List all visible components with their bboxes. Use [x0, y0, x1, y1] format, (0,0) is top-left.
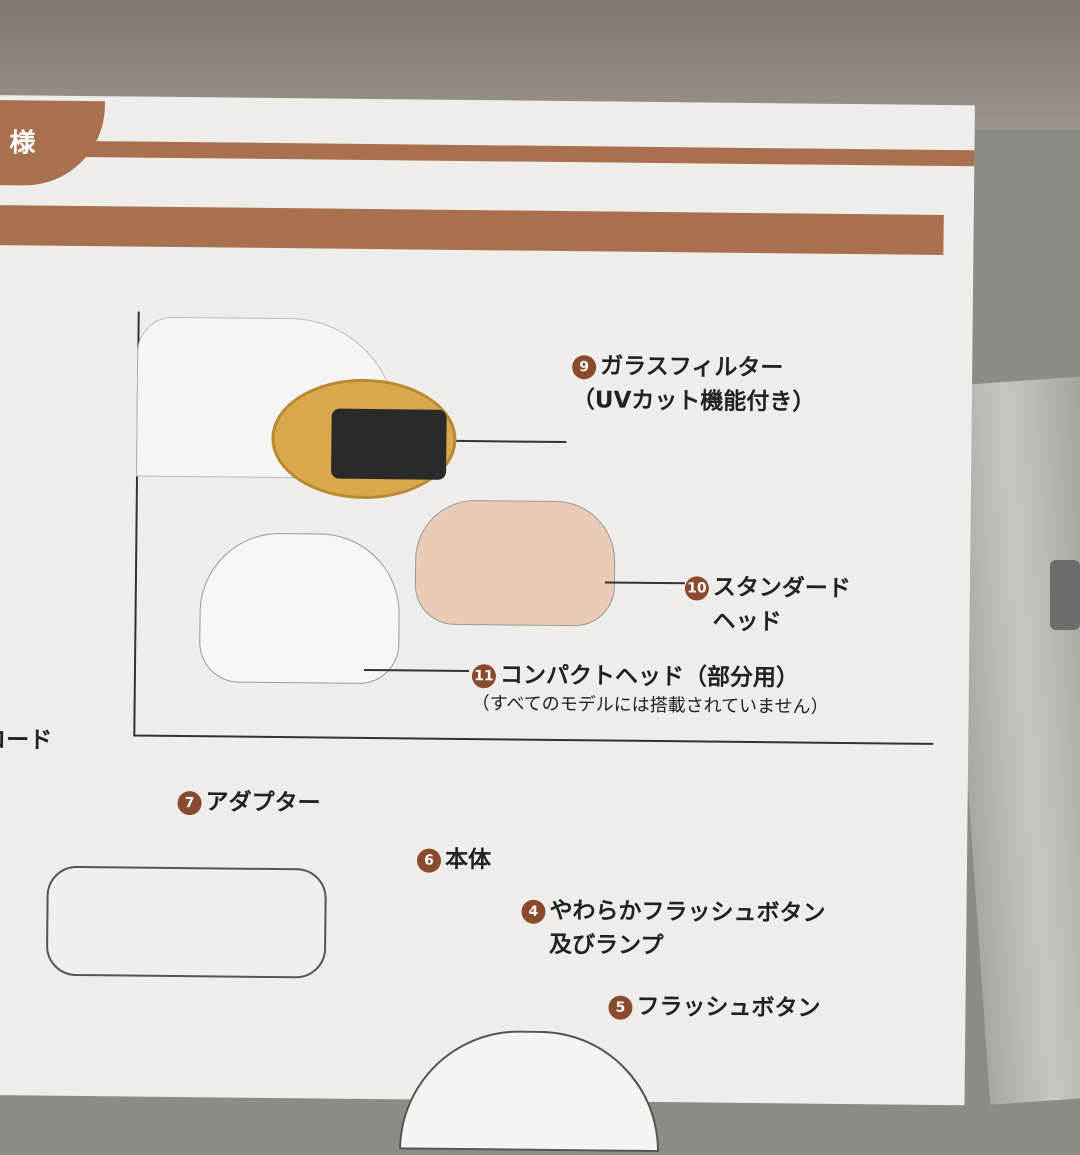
compact-head-illustration — [198, 532, 401, 685]
standard-head-illustration — [414, 499, 616, 627]
device-body-illustration — [398, 1029, 661, 1153]
adapter-illustration — [45, 865, 327, 979]
header-band — [69, 140, 975, 167]
label-cord: コード — [0, 726, 53, 754]
zipper — [1050, 560, 1080, 630]
title-band — [0, 204, 944, 255]
filter-window — [331, 408, 447, 480]
